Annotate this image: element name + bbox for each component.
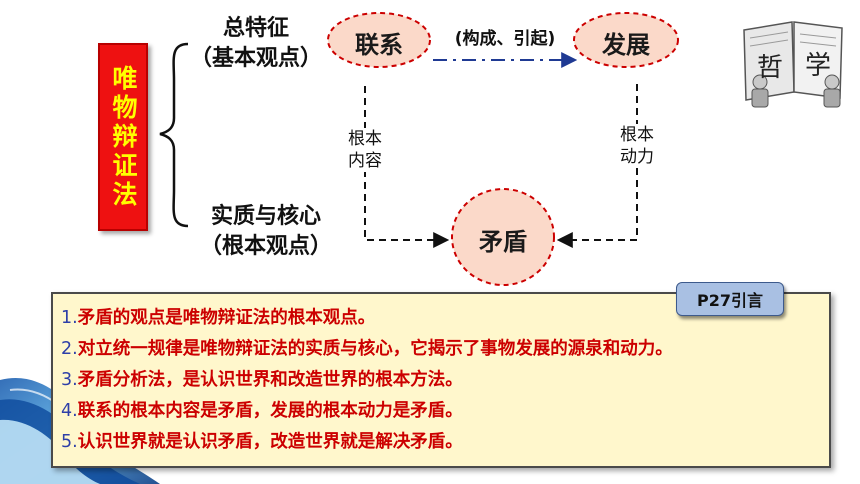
brace-icon — [159, 42, 189, 228]
branch-top-label: 总特征 （基本观点） — [176, 14, 336, 74]
node-maodun-shape — [451, 188, 555, 286]
node-fazhan: 发展 — [602, 31, 650, 59]
node-maodun: 矛盾 — [479, 228, 527, 256]
node-fazhan-shape — [573, 12, 679, 68]
edge-label-lianxi-maodun: 根本 内容 — [337, 128, 393, 172]
diagram-lines — [159, 12, 679, 286]
point-3: 3.矛盾分析法，是认识世界和改造世界的根本方法。 — [61, 370, 463, 390]
branch-bottom-label: 实质与核心 （根本观点） — [186, 202, 346, 262]
node-lianxi-shape — [327, 12, 431, 68]
book-char-1: 哲 — [757, 53, 783, 83]
edge-label-lianxi-fazhan: (构成、引起) — [454, 29, 556, 49]
title-box: 唯物辩证法 — [98, 43, 148, 231]
branch-bottom-line1: 实质与核心 — [210, 204, 321, 229]
branch-bottom-line2: （根本观点） — [199, 234, 332, 259]
book-char-2: 学 — [805, 51, 831, 81]
reference-tag: P27引言 — [676, 282, 784, 316]
point-5: 5.认识世界就是认识矛盾，改造世界就是解决矛盾。 — [61, 432, 463, 452]
node-lianxi: 联系 — [355, 31, 403, 59]
summary-panel: 1.矛盾的观点是唯物辩证法的根本观点。 2.对立统一规律是唯物辩证法的实质与核心… — [51, 292, 831, 468]
branch-top-line1: 总特征 — [222, 16, 289, 41]
title-text: 唯物辩证法 — [109, 64, 138, 210]
philosophy-book-icon: 哲 学 — [743, 21, 843, 108]
point-1: 1.矛盾的观点是唯物辩证法的根本观点。 — [61, 308, 376, 328]
point-4: 4.联系的根本内容是矛盾，发展的根本动力是矛盾。 — [61, 401, 463, 421]
edge-label-fazhan-maodun: 根本 动力 — [609, 124, 665, 168]
branch-top-line2: （基本观点） — [189, 46, 322, 71]
point-2: 2.对立统一规律是唯物辩证法的实质与核心，它揭示了事物发展的源泉和动力。 — [61, 339, 673, 359]
